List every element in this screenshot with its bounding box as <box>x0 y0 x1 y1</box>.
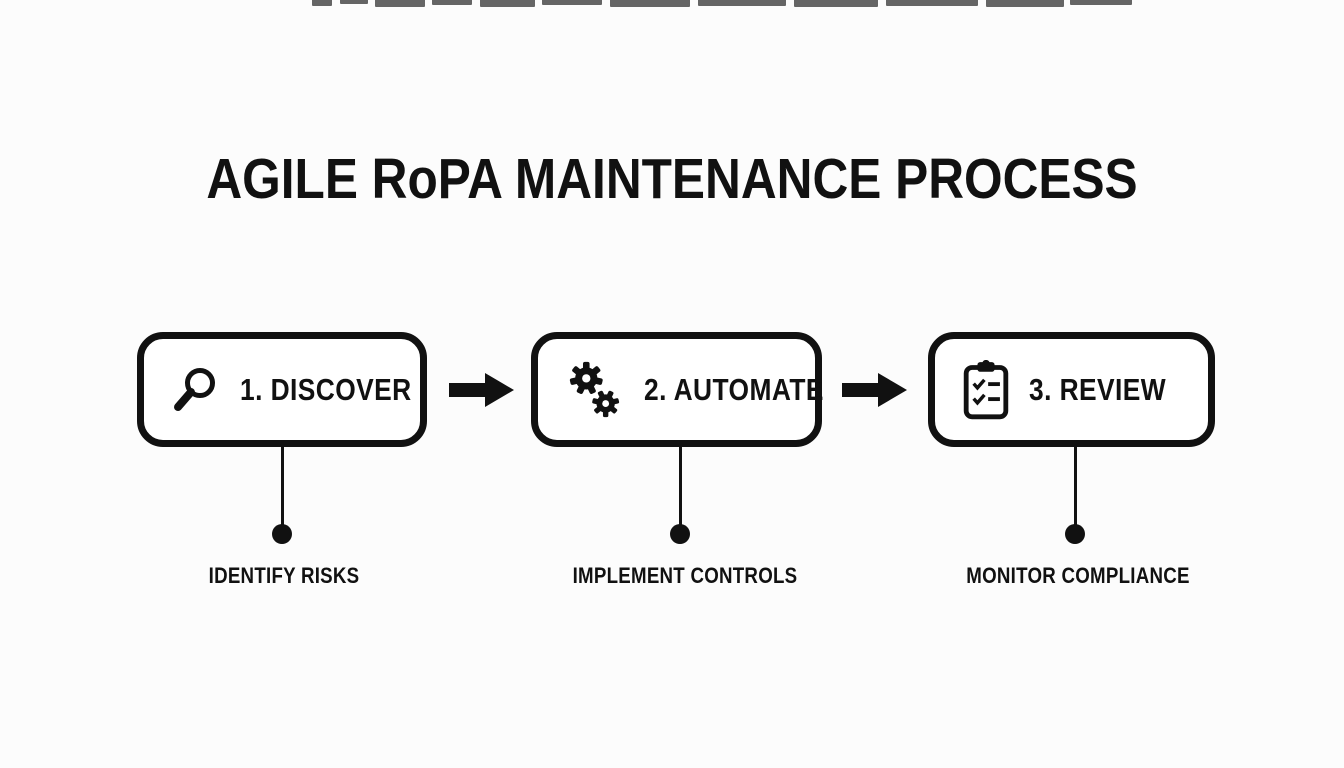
flow-arrow-icon <box>449 373 514 407</box>
step-label: 3. REVIEW <box>1029 371 1167 407</box>
clipboard-checklist-icon <box>961 359 1011 420</box>
step-box-automate: 2. AUTOMATE <box>531 332 824 447</box>
page-title: AGILE RoPA MAINTENANCE PROCESS <box>206 147 1138 211</box>
connector-line <box>1074 447 1077 525</box>
annotation-label: IMPLEMENT CONTROLS <box>572 563 798 588</box>
annotation-label: IDENTIFY RISKS <box>208 563 360 588</box>
step-label: 2. AUTOMATE <box>644 371 824 407</box>
magnifying-glass-icon <box>170 364 222 416</box>
step-label: 1. DISCOVER <box>240 371 412 407</box>
connector-line <box>281 447 284 525</box>
flow-arrow-icon <box>842 373 907 407</box>
annotation-label: MONITOR COMPLIANCE <box>966 563 1190 588</box>
step-box-review: 3. REVIEW <box>928 332 1215 447</box>
cropped-text-artifact <box>0 0 1344 10</box>
connector-dot <box>670 524 690 544</box>
connector-dot <box>272 524 292 544</box>
step-box-discover: 1. DISCOVER <box>137 332 427 447</box>
connector-dot <box>1065 524 1085 544</box>
gears-icon <box>564 358 626 422</box>
connector-line <box>679 447 682 525</box>
